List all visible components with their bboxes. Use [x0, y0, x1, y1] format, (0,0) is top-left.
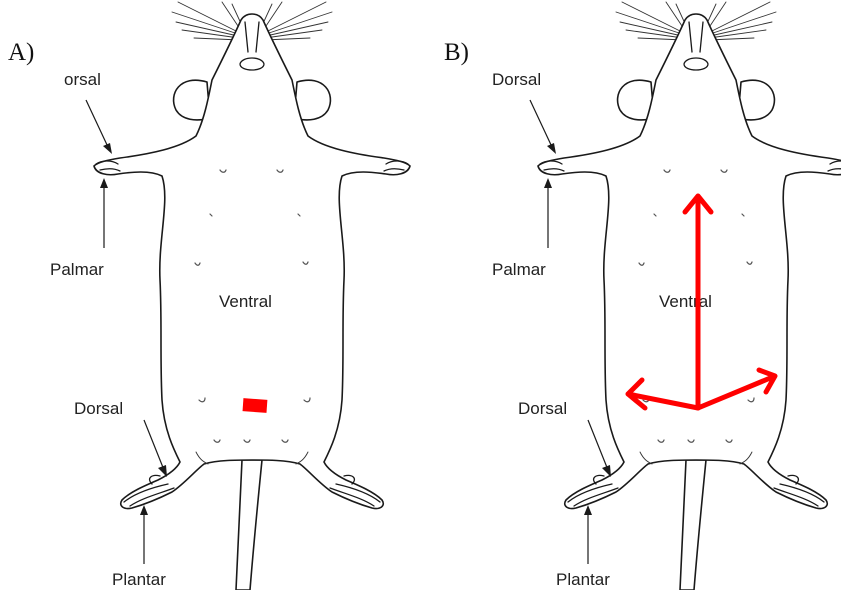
panel-b-letter: B): [444, 39, 469, 66]
panel-a: A) orsal Palmar Ventral Dorsal Plantar: [8, 2, 410, 590]
injection-site-marker: [243, 398, 268, 413]
panel-b-label-plantar: Plantar: [556, 570, 610, 589]
panel-b: B) Dorsal Palmar Ventral Dorsal Plantar: [444, 2, 841, 590]
panel-b-label-dorsal-hindlimb: Dorsal: [518, 399, 567, 418]
panel-b-label-dorsal-forelimb: Dorsal: [492, 70, 541, 89]
panel-a-letter: A): [8, 39, 34, 66]
panel-b-label-palmar: Palmar: [492, 260, 546, 279]
panel-a-label-palmar: Palmar: [50, 260, 104, 279]
panel-a-label-dorsal-forelimb: orsal: [64, 70, 101, 89]
panel-a-label-dorsal-hindlimb: Dorsal: [74, 399, 123, 418]
panel-b-label-ventral: Ventral: [659, 292, 712, 311]
panel-a-label-ventral: Ventral: [219, 292, 272, 311]
panel-a-label-plantar: Plantar: [112, 570, 166, 589]
